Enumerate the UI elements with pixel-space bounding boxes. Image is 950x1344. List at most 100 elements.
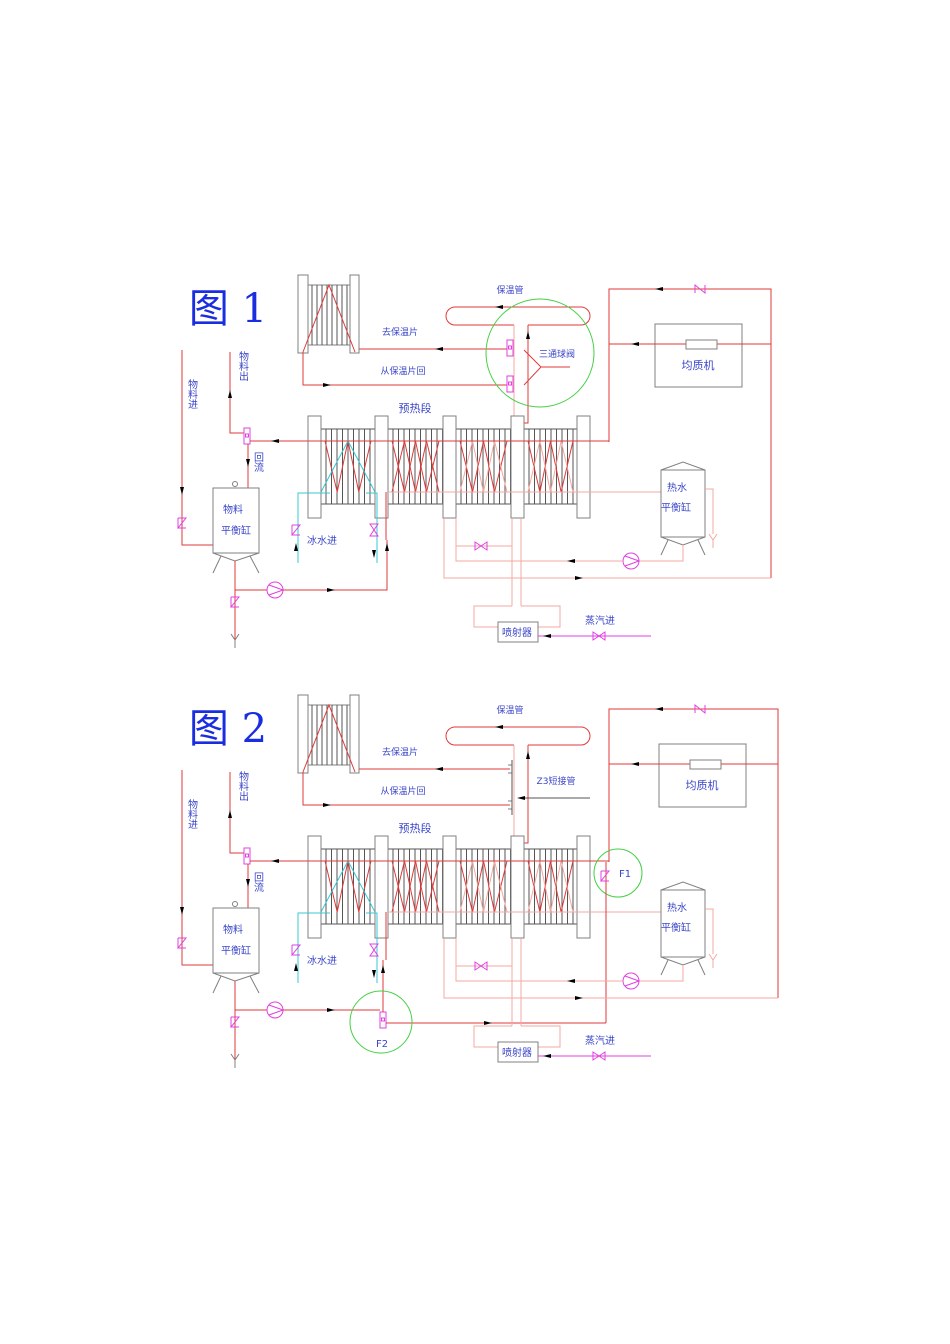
flow-arrow-icon	[271, 859, 279, 863]
flow-zigzag	[302, 283, 356, 353]
hot-water-pipe	[455, 518, 623, 562]
return-pipe	[443, 938, 778, 999]
from-holding-pipe	[302, 352, 510, 386]
tank-leg	[212, 975, 222, 994]
flow-arrow-icon	[271, 439, 279, 443]
holding-plate-exchanger	[297, 694, 360, 774]
ice-water-valve[interactable]	[369, 943, 379, 957]
f1-label: F1	[619, 869, 631, 880]
check-valve-icon	[599, 870, 611, 882]
flow-arrow-icon	[372, 970, 376, 978]
check-valve-icon	[599, 870, 611, 882]
end-plate	[442, 835, 457, 939]
return-pipe	[443, 518, 771, 579]
flow-arrow-icon	[180, 487, 184, 495]
injector-box	[497, 1041, 539, 1063]
three-way-valve-label: 三通球阀	[539, 348, 575, 360]
flow-arrow-icon	[575, 576, 583, 580]
injector-label: 喷射器	[502, 627, 532, 639]
product-in-label: 物料进	[186, 798, 198, 829]
preheat-section-label: 预热段	[399, 821, 432, 835]
product-tank-label: 物料	[223, 923, 243, 936]
figure-title: 图 1	[189, 286, 267, 332]
holding-tube-label: 保温管	[496, 284, 523, 296]
injector-pipe	[521, 1025, 561, 1048]
pump-icon[interactable]	[266, 1001, 284, 1019]
tank-leg	[212, 555, 222, 574]
injector-label: 喷射器	[502, 1047, 532, 1059]
pump-icon[interactable]	[622, 972, 640, 990]
pump-icon	[624, 975, 640, 982]
tank-leg	[660, 959, 669, 976]
overflow-pipe	[705, 908, 714, 954]
injector-pipe	[473, 1025, 512, 1048]
bypass-valve[interactable]	[474, 541, 488, 551]
ice-water-in-label: 冰水进	[307, 954, 337, 967]
flow-arrow-icon	[323, 803, 331, 807]
tank-top	[660, 881, 706, 891]
product-in-pipe	[181, 770, 213, 966]
tank-body	[660, 889, 706, 958]
to-holding-plate-label: 去保温片	[382, 326, 418, 338]
highlight-circle-f1	[593, 848, 643, 898]
tank-leg	[660, 539, 669, 556]
check-valve-icon	[176, 937, 188, 949]
steam-valve[interactable]	[592, 631, 606, 641]
check-valve-icon	[229, 1016, 241, 1028]
hot-water-tank-label: 平衡缸	[661, 501, 691, 514]
ice-water-valve[interactable]	[369, 523, 379, 537]
drain-icon	[708, 953, 718, 961]
steam-valve[interactable]	[592, 1051, 606, 1061]
end-plate	[307, 415, 322, 519]
flow-arrow-icon	[517, 796, 525, 800]
check-valve-icon	[694, 283, 706, 295]
flow-arrow-icon	[567, 979, 575, 983]
feed-pipe	[283, 540, 388, 591]
product-tank-label: 平衡缸	[221, 944, 251, 957]
flow-arrow-icon	[631, 342, 639, 346]
main-plate-exchanger	[307, 835, 591, 939]
ice-water-in-label: 冰水进	[307, 534, 337, 547]
hot-water-return	[639, 965, 684, 982]
pump-icon	[622, 972, 640, 990]
bypass-valve[interactable]	[474, 961, 488, 971]
holding-plate-exchanger	[297, 274, 360, 354]
from-holding-plate-label: 从保温片回	[380, 365, 425, 377]
flow-arrow-icon	[631, 762, 639, 766]
pump-icon[interactable]	[266, 581, 284, 599]
sample-valve-icon	[243, 427, 251, 445]
check-valve-icon	[694, 283, 706, 295]
short-pipe-label: Z3短接管	[537, 775, 576, 787]
homogenizer-element	[685, 339, 718, 350]
reflux-label: 回流	[252, 452, 264, 473]
end-plate	[442, 415, 457, 519]
product-in-label: 物料进	[186, 378, 198, 409]
injector-pipe	[521, 605, 561, 628]
pump-icon	[266, 1001, 284, 1019]
product-in-pipe	[181, 350, 213, 546]
flow-arrow-icon	[228, 390, 232, 398]
check-valve-icon	[176, 517, 188, 529]
homogenizer-label: 均质机	[682, 358, 715, 372]
homogenizer-loop	[608, 288, 772, 578]
pump-icon[interactable]	[622, 552, 640, 570]
sample-valve-icon	[245, 433, 249, 438]
main-plate-exchanger	[307, 415, 591, 519]
holding-tube	[445, 726, 591, 746]
highlight-circle-f2	[349, 990, 413, 1054]
hot-water-tank-label: 平衡缸	[661, 921, 691, 934]
sample-valve-icon	[506, 375, 514, 393]
check-valve-icon	[229, 596, 241, 608]
pump-icon	[266, 581, 284, 599]
sample-valve-icon	[508, 345, 512, 350]
ice-water-in-pipe	[297, 912, 330, 983]
from-holding-plate-label: 从保温片回	[380, 785, 425, 797]
flow-arrow-icon	[543, 634, 551, 638]
flow-arrow-icon	[526, 331, 530, 339]
homogenizer-box	[658, 743, 747, 808]
end-plate	[576, 835, 591, 939]
